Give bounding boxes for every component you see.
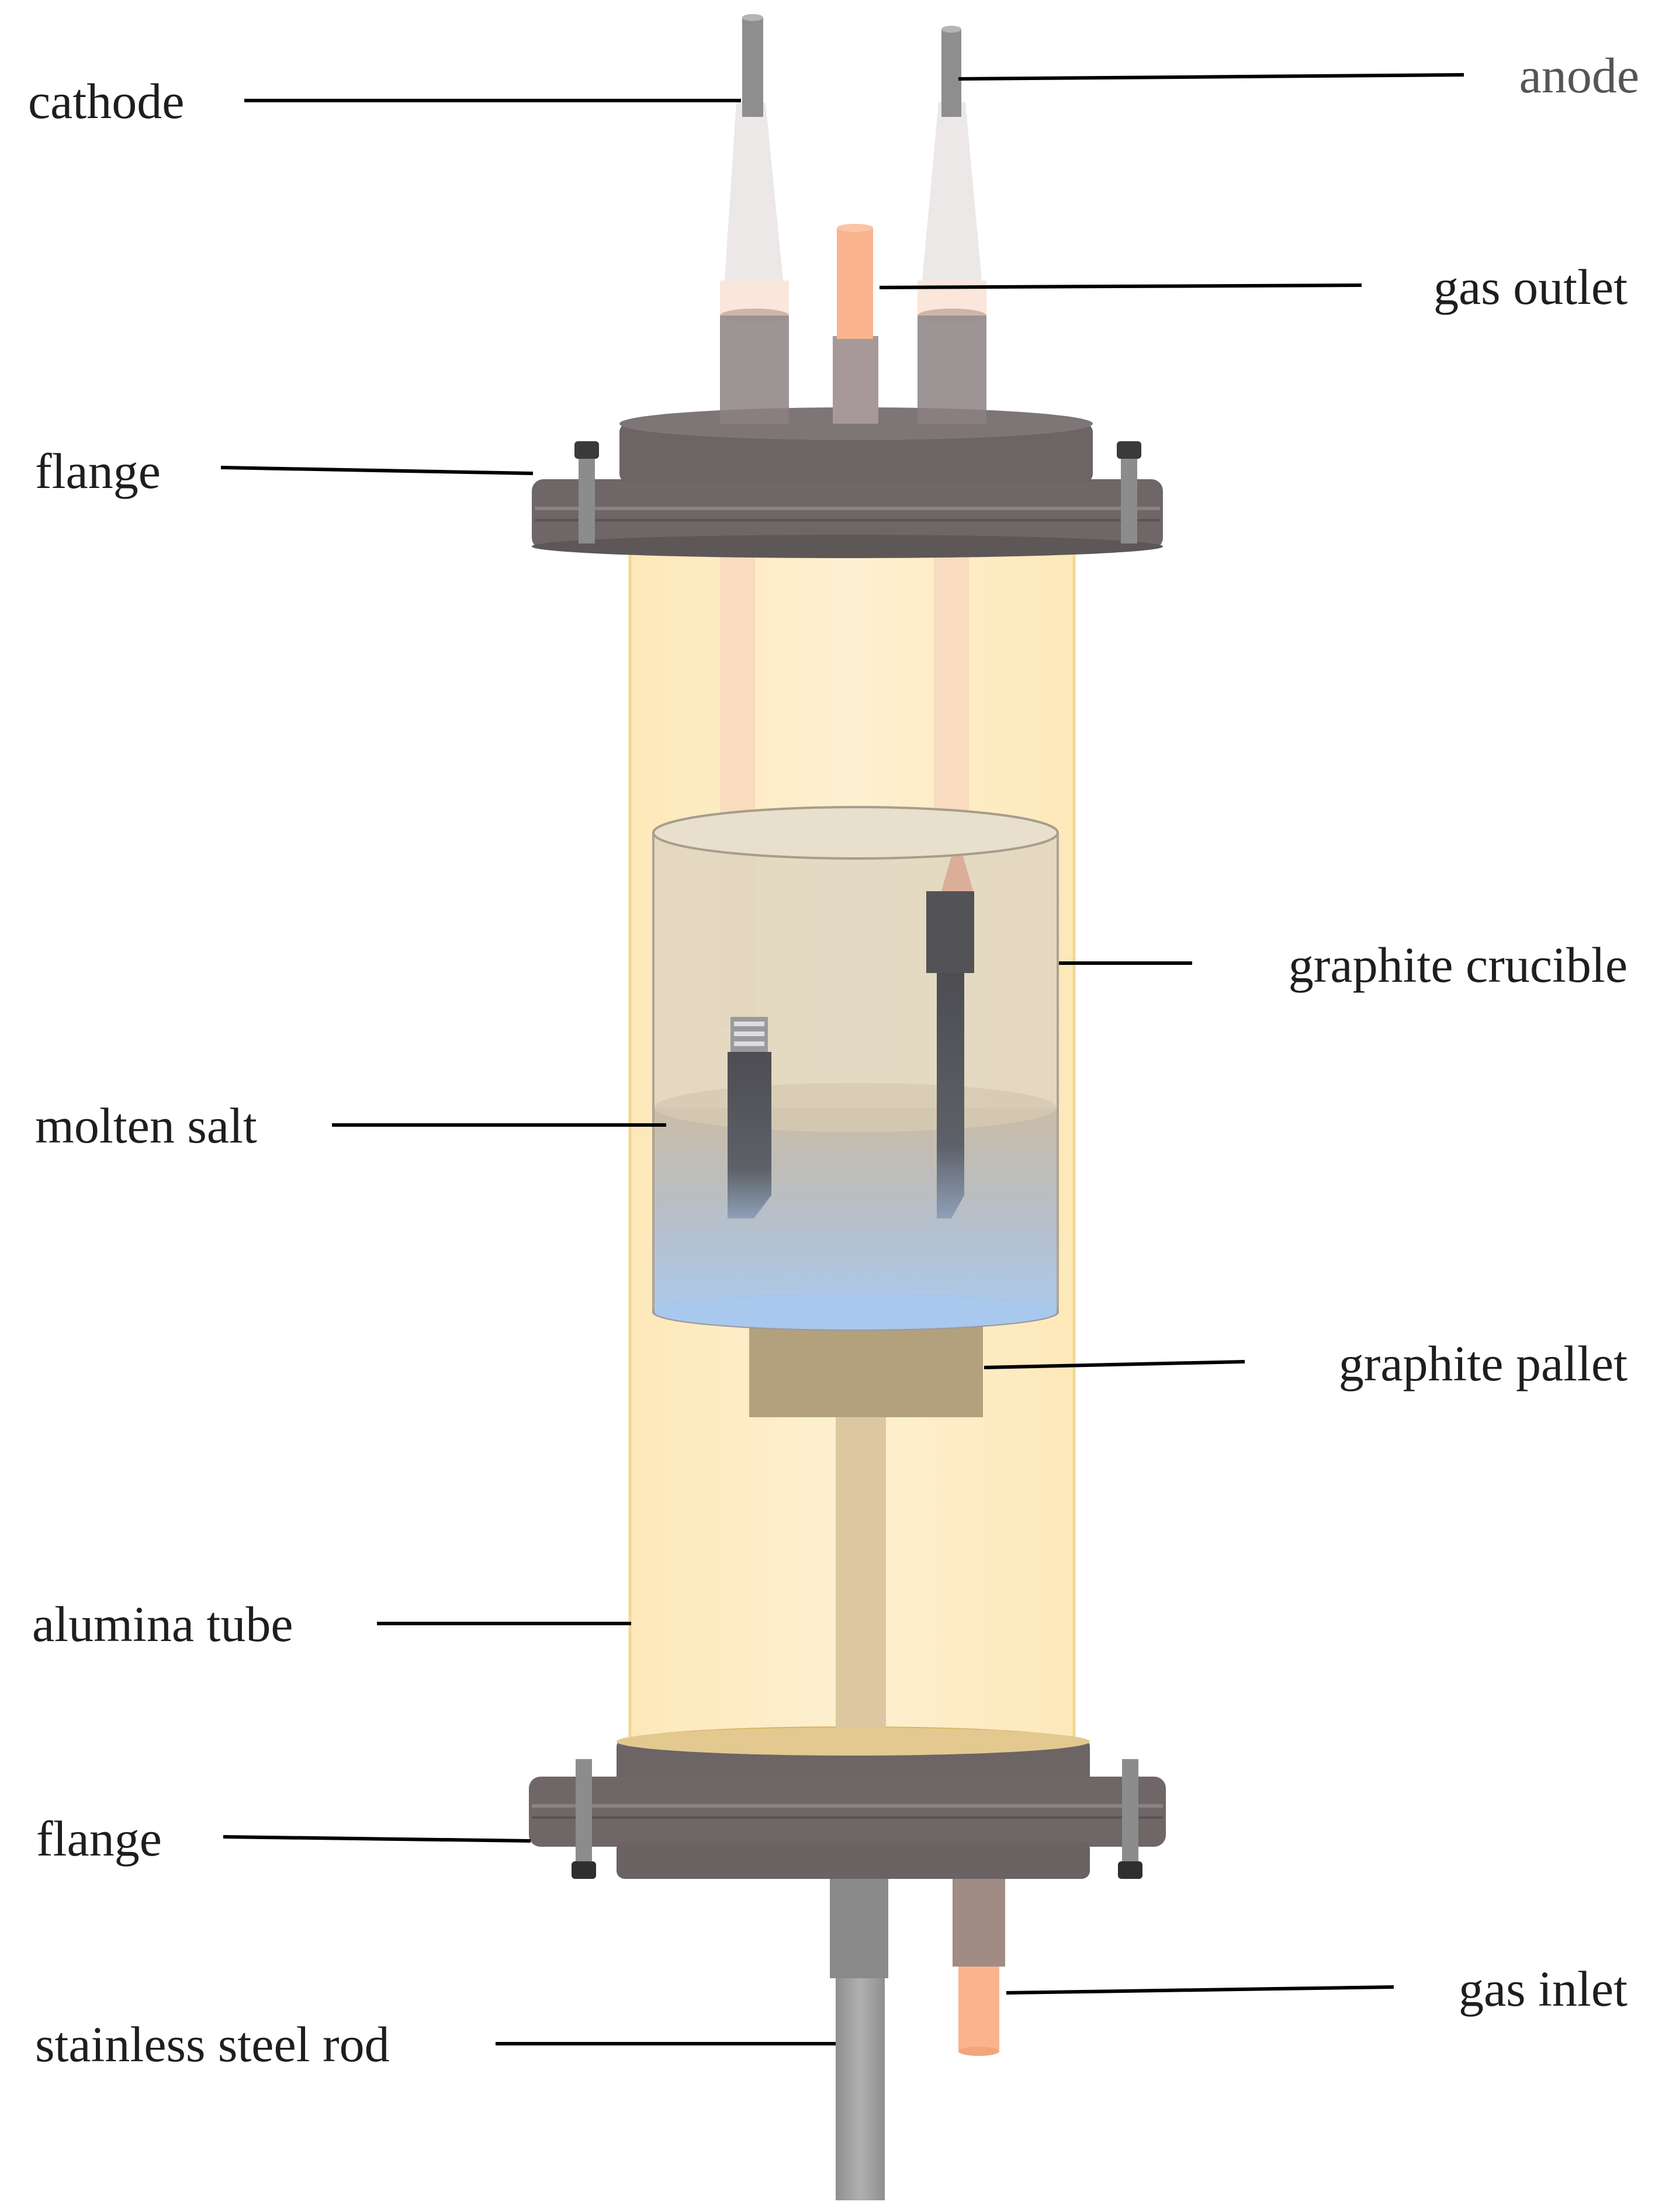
leader-anode bbox=[958, 73, 1464, 81]
leader-lines bbox=[220, 73, 1464, 2045]
leader-gas-outlet bbox=[879, 283, 1362, 289]
label-flange-top: flange bbox=[35, 443, 161, 499]
label-stainless-steel-rod: stainless steel rod bbox=[35, 2016, 390, 2072]
gas-inlet-tube bbox=[953, 1879, 1005, 2056]
top-flange bbox=[532, 407, 1163, 558]
label-graphite-pallet: graphite pallet bbox=[1339, 1335, 1628, 1391]
leader-flange-bottom bbox=[223, 1835, 531, 1843]
bottom-flange bbox=[529, 1728, 1166, 1879]
label-graphite-crucible: graphite crucible bbox=[1289, 937, 1628, 993]
cathode-electrode bbox=[728, 1017, 771, 1218]
labels: cathode anode gas outlet flange graphite… bbox=[28, 47, 1639, 2072]
molten-salt bbox=[655, 1083, 1057, 1330]
label-cathode: cathode bbox=[28, 73, 184, 129]
label-molten-salt: molten salt bbox=[35, 1098, 257, 1154]
anode-feedthrough bbox=[917, 26, 986, 424]
label-alumina-tube: alumina tube bbox=[32, 1596, 293, 1652]
anode-sheath bbox=[934, 549, 969, 853]
leader-gas-inlet bbox=[1006, 1985, 1394, 1995]
cathode-feedthrough bbox=[720, 14, 789, 424]
gas-outlet-tube bbox=[833, 224, 878, 424]
support-rod bbox=[836, 1414, 886, 1742]
anode-electrode bbox=[926, 856, 975, 1218]
leader-graphite-pallet bbox=[984, 1360, 1245, 1369]
label-anode: anode bbox=[1519, 47, 1639, 103]
label-gas-inlet: gas inlet bbox=[1459, 1961, 1628, 2017]
leader-flange-top bbox=[220, 466, 534, 475]
stainless-steel-rod bbox=[830, 1879, 888, 2200]
label-gas-outlet: gas outlet bbox=[1434, 259, 1628, 315]
label-flange-bottom: flange bbox=[36, 1811, 162, 1867]
